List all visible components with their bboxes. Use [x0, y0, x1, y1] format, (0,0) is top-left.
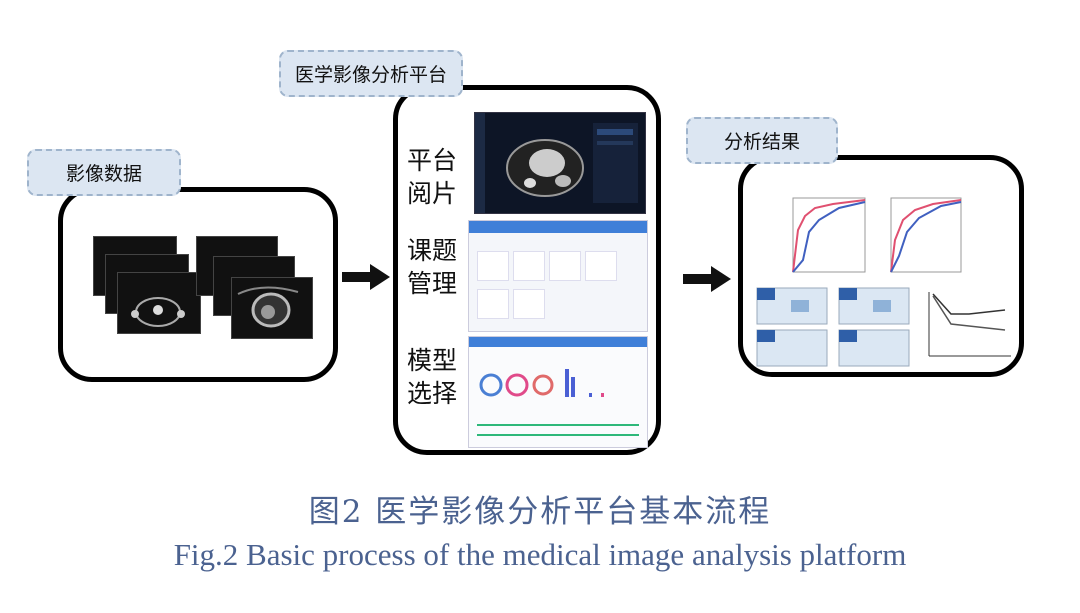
app-header-bar [469, 221, 647, 233]
ct-scan-thumbnail [117, 272, 201, 334]
project-card [585, 251, 617, 281]
step-line: 管理 [406, 269, 457, 298]
step-line: 课题 [406, 236, 457, 265]
step-line: 选择 [406, 379, 457, 408]
image-data-panel [58, 187, 338, 382]
model-metrics-chart [477, 369, 639, 436]
platform-panel: 平台 阅片 课题 管理 模型 选择 [393, 85, 661, 455]
results-panel [738, 155, 1024, 377]
step-project-label: 课题 管理 [404, 234, 460, 300]
step-line: 阅片 [406, 179, 457, 208]
step-line: 模型 [406, 346, 457, 375]
project-card [513, 289, 545, 319]
results-tag: 分析结果 [686, 117, 838, 164]
viewer-toolbar [475, 113, 485, 213]
project-card [477, 289, 509, 319]
ct-scan-detail [131, 286, 299, 328]
image-data-tag: 影像数据 [27, 149, 181, 196]
project-card [477, 251, 509, 281]
figure-caption-english: Fig.2 Basic process of the medical image… [173, 537, 907, 572]
model-screenshot [468, 336, 648, 448]
step-viewing-label: 平台 阅片 [404, 144, 460, 210]
step-model-label: 模型 选择 [404, 344, 460, 410]
ct-chest-image [506, 123, 638, 203]
project-screenshot [468, 220, 648, 332]
app-header-bar [469, 337, 647, 347]
project-card [549, 251, 581, 281]
arrow-right-icon [342, 264, 390, 290]
results-charts [756, 197, 1011, 367]
step-line: 平台 [406, 146, 457, 175]
figure-caption-chinese: 图2 医学影像分析平台基本流程 [308, 494, 772, 530]
project-card [513, 251, 545, 281]
arrow-right-icon [683, 266, 731, 292]
platform-tag: 医学影像分析平台 [279, 50, 463, 97]
viewer-screenshot [474, 112, 646, 214]
